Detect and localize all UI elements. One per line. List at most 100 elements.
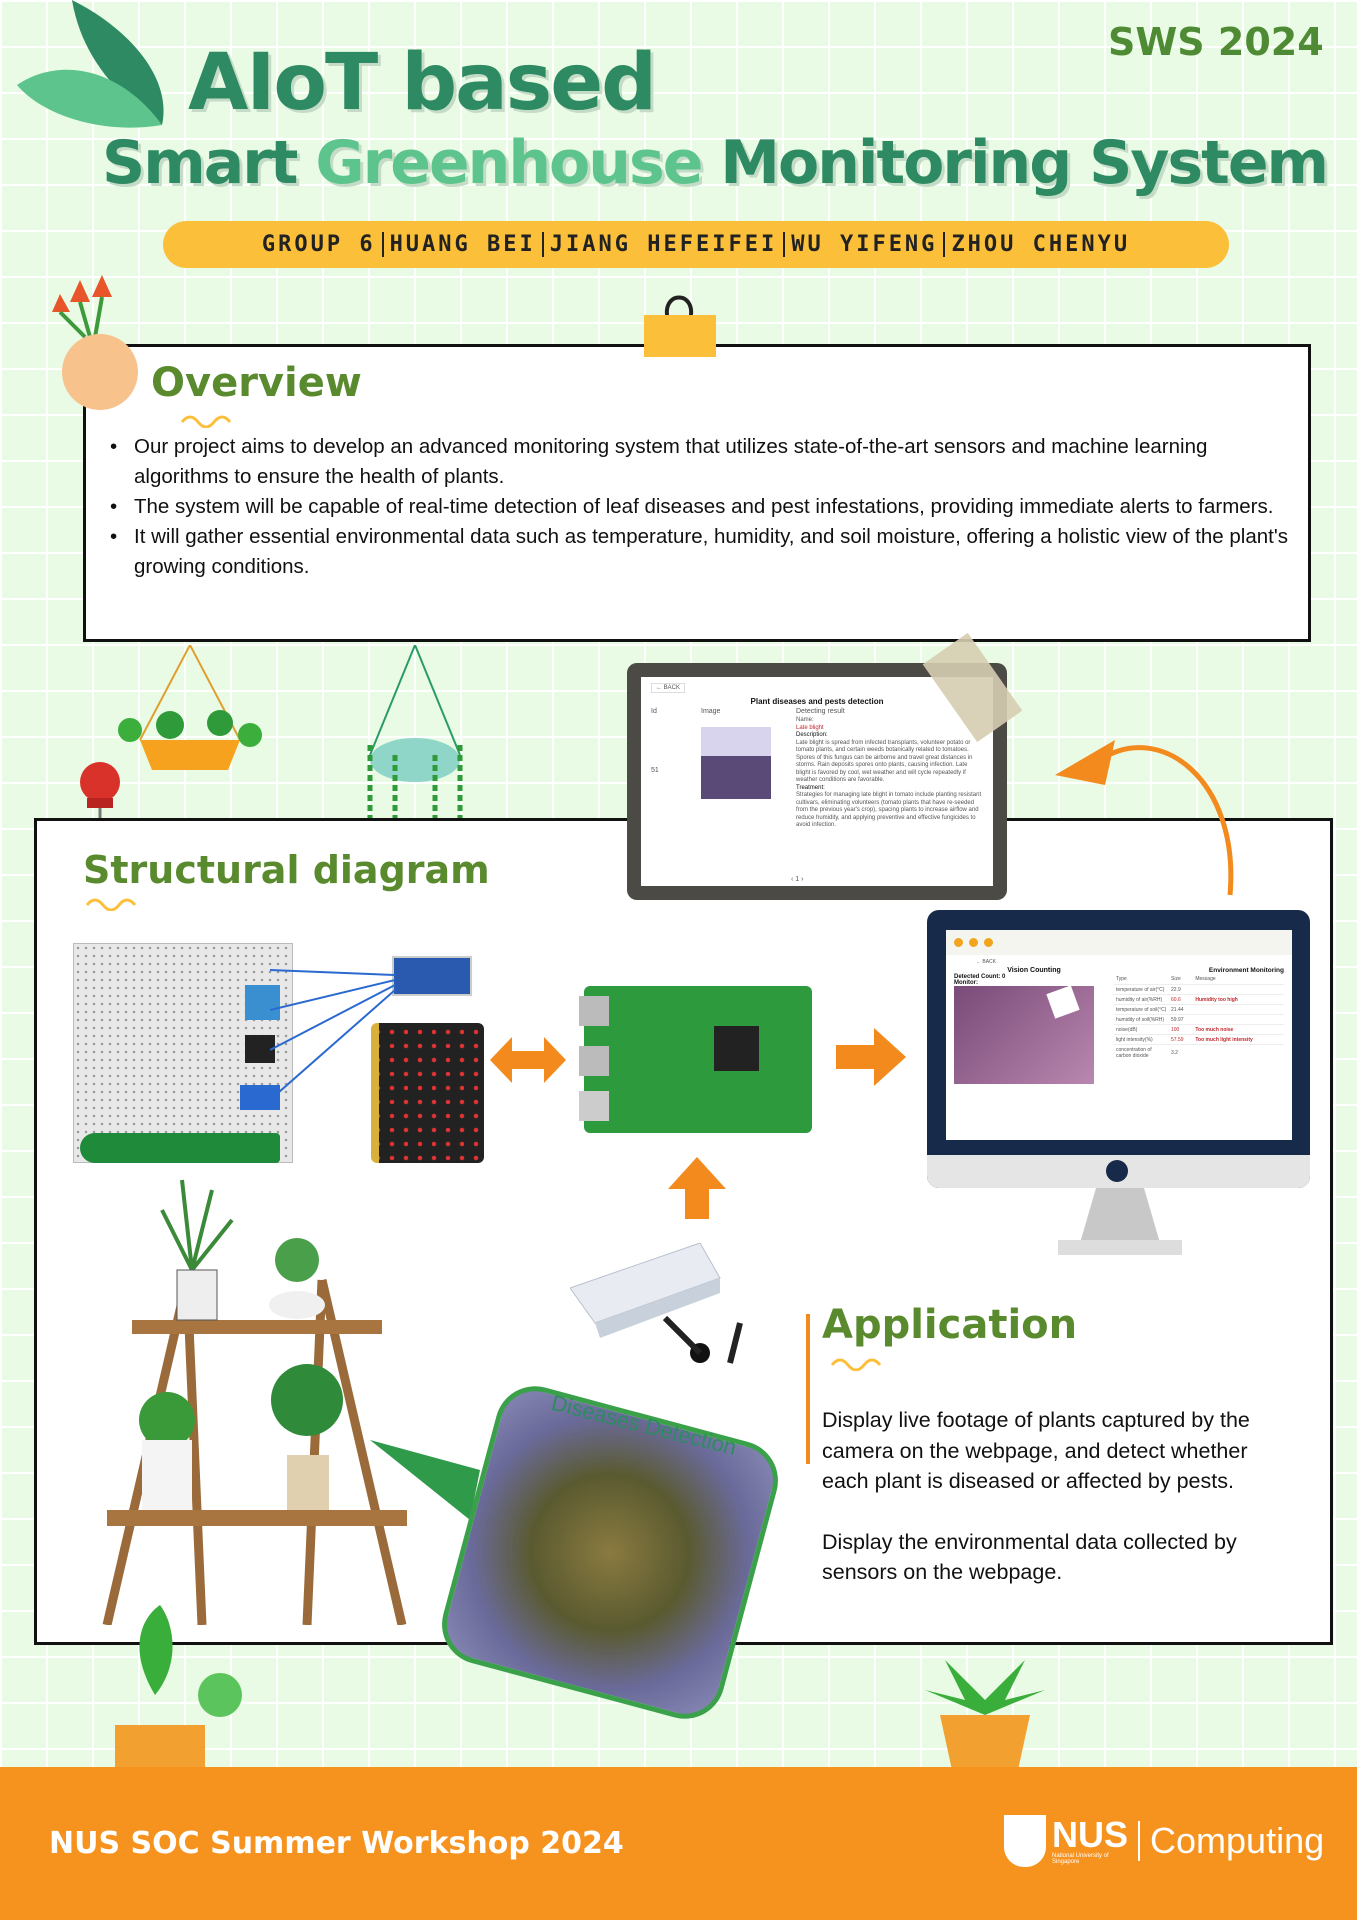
env-cell: 60.6 xyxy=(1169,994,1194,1005)
detected-count: Detected Count: 0 xyxy=(954,974,1006,980)
logo-nus: NUS xyxy=(1052,1814,1129,1855)
label: Name: xyxy=(796,717,814,723)
env-title: Environment Monitoring xyxy=(1208,967,1284,974)
table-row: 51 Name: Late blight Description: Late b… xyxy=(651,717,983,830)
member: JIANG HEFEIFEI xyxy=(541,232,777,257)
disease-name: Late blight xyxy=(796,724,824,731)
event-label: SWS 2024 xyxy=(1108,20,1324,64)
col: Image xyxy=(701,708,721,715)
application-heading: Application xyxy=(822,1302,1078,1348)
monitor-base xyxy=(1058,1240,1182,1255)
footer-text: NUS SOC Summer Workshop 2024 xyxy=(49,1826,624,1861)
back-button[interactable]: ← BACK xyxy=(651,683,686,693)
label: Description: xyxy=(796,732,828,738)
monitor-stand xyxy=(1080,1188,1160,1243)
pager[interactable]: ‹ 1 › xyxy=(791,876,804,883)
logo-sub: National University of Singapore xyxy=(1052,1853,1109,1865)
sensor-module xyxy=(245,985,280,1020)
application-paragraph: Display live footage of plants captured … xyxy=(822,1408,1250,1493)
monitor-button xyxy=(1106,1160,1128,1182)
breadboard xyxy=(73,943,293,1163)
right-arrow-icon xyxy=(836,1028,906,1086)
soil-moisture-sensor xyxy=(80,1133,280,1163)
title-line-2: Smart Greenhouse Monitoring System xyxy=(102,128,1329,198)
wifi-module xyxy=(392,956,472,996)
tablet-title: Plant diseases and pests detection xyxy=(750,697,884,706)
env-panel: Environment Monitoring Type Size Message te… xyxy=(1114,967,1284,1084)
env-col-header: Type xyxy=(1116,976,1127,982)
env-row: temperature of soil(°C)21.44 xyxy=(1114,1004,1284,1015)
env-cell: 100 xyxy=(1169,1024,1194,1035)
logo-divider xyxy=(1138,1821,1141,1861)
browser-bar xyxy=(946,930,1292,955)
env-cell: 59.97 xyxy=(1169,1014,1194,1025)
image-cell xyxy=(701,717,796,830)
env-cell xyxy=(1193,1004,1284,1015)
application-paragraph: Display the environmental data collected… xyxy=(822,1529,1237,1585)
env-row: temperature of air(°C)22.9 xyxy=(1114,984,1284,995)
hanging-plant-icon xyxy=(367,645,463,850)
result-cell: Name: Late blight Description: Late blig… xyxy=(796,717,983,830)
col: Id xyxy=(651,708,657,715)
member: HUANG BEI xyxy=(381,232,536,257)
member: WU YIFENG xyxy=(783,232,937,257)
title-word: System xyxy=(1089,128,1329,198)
microbit-board xyxy=(371,1023,484,1163)
env-cell: Too much light intensity xyxy=(1193,1034,1284,1045)
hanging-plant-icon xyxy=(118,645,262,770)
env-cell xyxy=(1193,1044,1284,1060)
env-cell: humidity of air(%RH) xyxy=(1114,994,1169,1005)
title-word: Smart xyxy=(102,128,298,198)
table-header: Id Image Detecting result xyxy=(651,708,983,715)
env-cell: temperature of air(°C) xyxy=(1114,984,1169,995)
bullet: Our project aims to develop an advanced … xyxy=(110,432,1300,492)
env-header-row: Type Size Message xyxy=(1114,974,1284,985)
col: Detecting result xyxy=(796,708,845,715)
double-arrow-icon xyxy=(490,1037,566,1083)
description: Late blight is spread from infected tran… xyxy=(796,739,973,784)
detection-image xyxy=(701,727,771,799)
env-cell: 22.9 xyxy=(1169,984,1194,995)
binder-clip-icon xyxy=(644,295,716,357)
title-word: Monitoring xyxy=(720,128,1072,198)
monitor-content: Vision Counting Detected Count: 0 Monito… xyxy=(946,965,1292,1086)
member: GROUP 6 xyxy=(261,232,376,257)
env-row: humidity of soil(%RH)59.97 xyxy=(1114,1014,1284,1025)
potted-plant-icon xyxy=(115,1605,242,1770)
flower-pot-icon xyxy=(52,275,138,410)
squiggle-icon xyxy=(85,898,137,911)
logo-computing: Computing xyxy=(1150,1820,1325,1861)
env-cell: concentration of carbon dioxide xyxy=(1114,1044,1169,1060)
member: ZHOU CHENYU xyxy=(943,232,1130,257)
nus-crest-icon xyxy=(1004,1815,1046,1867)
env-cell: Humidity too high xyxy=(1193,994,1284,1005)
squiggle-icon xyxy=(180,415,232,428)
application-text: Display live footage of plants captured … xyxy=(822,1405,1292,1588)
overview-heading: Overview xyxy=(151,360,362,406)
env-cell xyxy=(1193,1014,1284,1025)
security-camera-icon xyxy=(570,1243,743,1364)
monitor-label: Monitor: xyxy=(954,980,978,986)
title-line-1: AIoT based xyxy=(188,38,657,128)
squiggle-icon xyxy=(830,1358,882,1371)
env-cell: 21.44 xyxy=(1169,1004,1194,1015)
raspberry-pi-board xyxy=(579,986,812,1133)
row-id: 51 xyxy=(651,767,659,774)
env-cell: light intensity(%) xyxy=(1114,1034,1169,1045)
camera-feed xyxy=(954,985,1094,1084)
env-cell: 3.2 xyxy=(1169,1044,1194,1060)
tablet-screen: ← BACK Plant diseases and pests detectio… xyxy=(641,677,993,886)
back-button[interactable]: ← BACK xyxy=(976,959,997,965)
wires xyxy=(270,969,396,1101)
vision-title: Vision Counting xyxy=(1007,967,1061,974)
env-col-header: Message xyxy=(1195,976,1216,982)
plant-shelf-icon xyxy=(102,1179,407,1625)
env-col-header: Size xyxy=(1171,976,1181,982)
bullet: The system will be capable of real-time … xyxy=(110,492,1300,522)
vision-panel: Vision Counting Detected Count: 0 Monito… xyxy=(954,967,1114,1084)
